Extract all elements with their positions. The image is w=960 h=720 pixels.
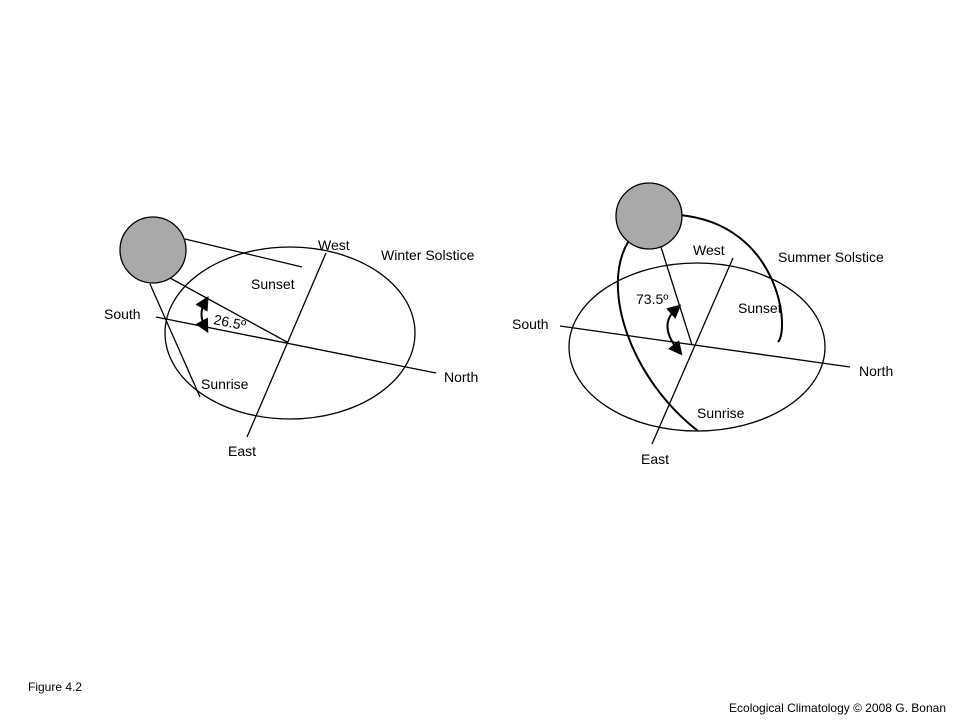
credit-line: Ecological Climatology © 2008 G. Bonan — [729, 701, 946, 715]
winter-sun-path-upper — [184, 238, 303, 268]
winter-sun-path-lower — [149, 283, 201, 398]
winter-horizon-ellipse — [164, 246, 416, 420]
summer-label-east: East — [641, 451, 669, 467]
winter-solstice-diagram: Winter Solstice West East South North Su… — [104, 216, 478, 459]
winter-label-north: North — [444, 369, 478, 385]
summer-east-west-line — [651, 257, 734, 445]
summer-label-west: West — [693, 242, 725, 258]
summer-sun-ray-to-center — [659, 243, 693, 346]
figure-label: Figure 4.2 — [28, 680, 83, 694]
winter-sun — [119, 216, 187, 284]
summer-sun-path — [616, 214, 784, 432]
summer-title: Summer Solstice — [778, 249, 884, 265]
summer-label-sunset: Sunset — [738, 300, 782, 316]
winter-label-south: South — [104, 306, 141, 322]
summer-south-north-line — [559, 325, 851, 368]
summer-label-angle: 73.5º — [636, 291, 668, 307]
winter-label-east: East — [228, 443, 256, 459]
winter-east-west-line — [246, 252, 327, 438]
winter-angle-arrow — [195, 295, 209, 334]
summer-label-sunrise: Sunrise — [697, 405, 745, 421]
summer-sun — [615, 182, 683, 250]
winter-sun-ray-to-center — [169, 277, 288, 343]
winter-title: Winter Solstice — [381, 247, 475, 263]
winter-south-north-line — [155, 316, 437, 374]
summer-angle-arrow — [666, 304, 683, 356]
winter-label-sunset: Sunset — [251, 276, 295, 292]
summer-label-south: South — [512, 316, 549, 332]
winter-label-west: West — [318, 237, 350, 253]
summer-solstice-diagram: Summer Solstice West East South North Su… — [512, 182, 893, 467]
summer-label-north: North — [859, 363, 893, 379]
winter-label-angle: 26.5º — [212, 311, 247, 333]
winter-label-sunrise: Sunrise — [201, 376, 249, 392]
